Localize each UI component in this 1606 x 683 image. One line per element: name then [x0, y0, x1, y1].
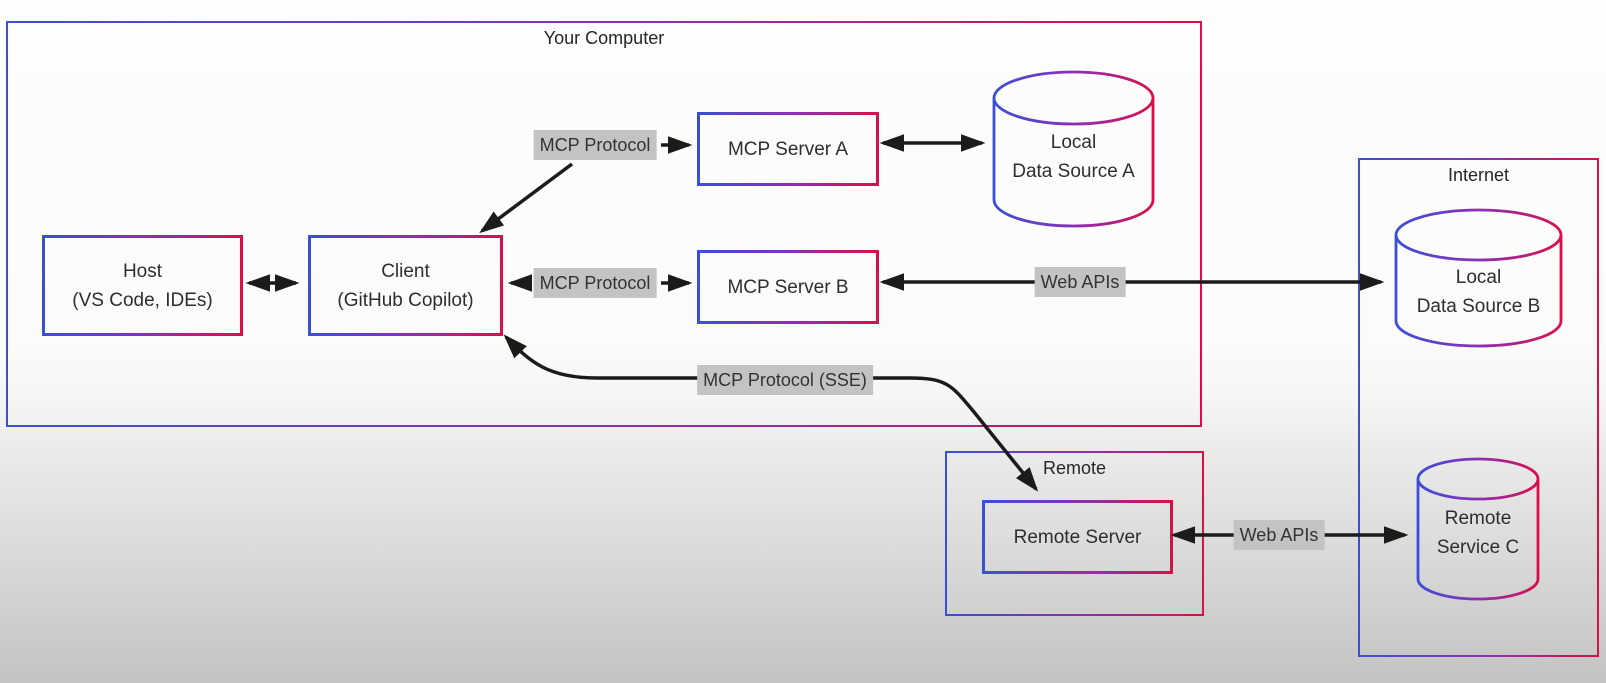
mcp-server-a-node: MCP Server A [697, 112, 879, 186]
arrow-client-remote-server-sse [503, 334, 1039, 492]
local-data-source-a-cylinder [992, 70, 1155, 228]
remote-server-label: Remote Server [1013, 526, 1142, 548]
edge-label-web-apis-b: Web APIs [1034, 267, 1126, 297]
remote-service-c-cylinder [1416, 457, 1540, 601]
host-label-line2: (VS Code, IDEs) [72, 289, 213, 311]
mcp-server-b-node: MCP Server B [697, 250, 879, 324]
client-node: Client (GitHub Copilot) [308, 235, 503, 336]
remote-service-c-line1: Remote [1444, 508, 1512, 529]
local-data-source-a-text: Local Data Source A [992, 128, 1155, 186]
internet-title: Internet [1447, 165, 1510, 185]
client-label-line1: Client [381, 260, 430, 282]
local-data-source-a-line2: Data Source A [1012, 161, 1135, 182]
edge-label-web-apis-c: Web APIs [1233, 520, 1325, 550]
your-computer-title: Your Computer [543, 28, 665, 48]
edge-label-mcp-protocol-a: MCP Protocol [533, 130, 657, 160]
local-data-source-b-cylinder [1394, 208, 1563, 348]
local-data-source-b-line1: Local [1455, 267, 1502, 288]
local-data-source-b-text: Local Data Source B [1394, 263, 1563, 321]
local-data-source-b-line2: Data Source B [1416, 296, 1541, 317]
remote-service-c-line2: Service C [1436, 537, 1520, 558]
remote-service-c-text: Remote Service C [1416, 504, 1540, 562]
mcp-server-b-label: MCP Server B [727, 276, 849, 298]
remote-title: Remote [1042, 458, 1107, 478]
edge-label-mcp-protocol-b: MCP Protocol [533, 268, 657, 298]
local-data-source-a-line1: Local [1050, 132, 1097, 153]
edge-label-mcp-protocol-sse: MCP Protocol (SSE) [697, 365, 873, 395]
host-label-line1: Host [122, 260, 163, 282]
client-label-line2: (GitHub Copilot) [337, 289, 474, 311]
host-node: Host (VS Code, IDEs) [42, 235, 243, 336]
mcp-server-a-label: MCP Server A [727, 138, 849, 160]
arrow-protocol-to-client-diagonal [479, 162, 574, 234]
remote-server-node: Remote Server [982, 500, 1173, 574]
